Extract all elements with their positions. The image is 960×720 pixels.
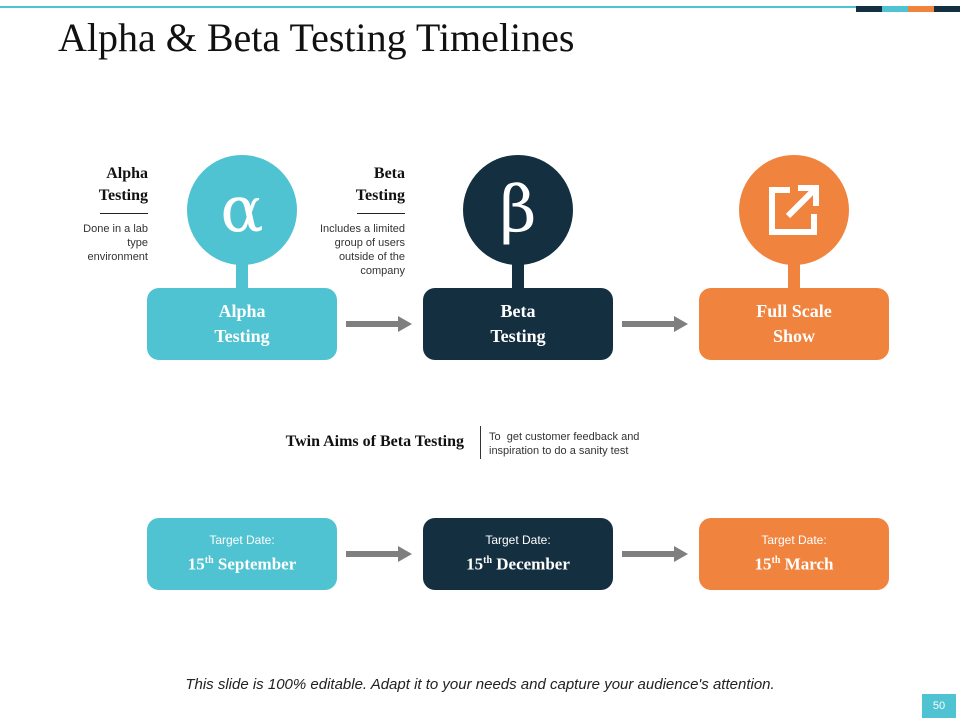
arrow-right-icon — [346, 546, 412, 562]
external-link-icon — [769, 185, 819, 235]
target-date: 15th September — [187, 554, 297, 574]
stage-box-beta: Beta Testing — [423, 288, 613, 360]
top-accent-block — [934, 6, 960, 12]
alpha-side-heading: Alpha Testing — [98, 165, 148, 204]
beta-side-heading: Beta Testing — [355, 165, 405, 204]
beta-circle: β — [463, 155, 573, 265]
top-accent-block — [908, 6, 934, 12]
twin-aims-text: To get customer feedback and inspiration… — [489, 431, 640, 457]
heading-underline — [100, 213, 148, 214]
stage-box-full-scale: Full Scale Show — [699, 288, 889, 360]
twin-aims-divider — [480, 426, 481, 459]
page-number: 50 — [922, 694, 956, 718]
footer-note: This slide is 100% editable. Adapt it to… — [185, 676, 775, 693]
arrow-right-icon — [622, 546, 688, 562]
top-accent-block — [882, 6, 908, 12]
target-date: 15th March — [754, 554, 834, 574]
arrow-right-icon — [346, 316, 412, 332]
alpha-circle: α — [187, 155, 297, 265]
top-accent-block — [856, 6, 882, 12]
alpha-icon: α — [220, 173, 264, 247]
full-scale-circle — [739, 155, 849, 265]
beta-side-description: Includes a limited group of users outsid… — [320, 223, 405, 277]
arrow-right-icon — [622, 316, 688, 332]
top-accent-line — [0, 6, 856, 8]
connector-stem — [236, 264, 248, 290]
beta-side-label: Beta Testing Includes a limited group of… — [305, 163, 405, 278]
slide-title: Alpha & Beta Testing Timelines — [58, 15, 575, 60]
alpha-side-label: Alpha Testing Done in a lab type environ… — [48, 163, 148, 264]
twin-aims-label: Twin Aims of Beta Testing — [285, 433, 464, 450]
target-date-box-alpha: Target Date: 15th September — [147, 518, 337, 590]
target-date: 15th December — [466, 554, 570, 574]
alpha-side-description: Done in a lab type environment — [83, 223, 148, 263]
target-date-box-full-scale: Target Date: 15th March — [699, 518, 889, 590]
connector-stem — [788, 264, 800, 290]
beta-icon: β — [499, 173, 537, 247]
heading-underline — [357, 213, 405, 214]
stage-box-alpha: Alpha Testing — [147, 288, 337, 360]
target-date-box-beta: Target Date: 15th December — [423, 518, 613, 590]
connector-stem — [512, 264, 524, 290]
